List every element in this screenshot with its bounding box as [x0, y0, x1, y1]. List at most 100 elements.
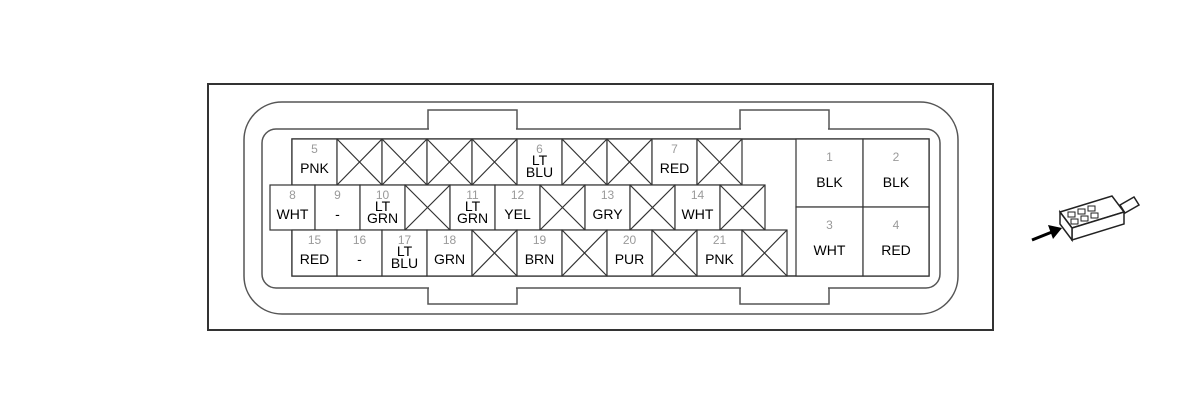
- blank-cavity-cross: [404, 184, 451, 231]
- wire-color-label: LT: [375, 198, 391, 214]
- pin-cell-box: [516, 229, 563, 277]
- pin-number: 8: [289, 188, 296, 202]
- pin-cell-box: [359, 184, 406, 231]
- blank-cavity-cross: [606, 138, 653, 186]
- wire-color-label: BLU: [526, 164, 553, 180]
- blank-cavity: [651, 229, 698, 277]
- pin-cell-box: [291, 138, 338, 186]
- tab-fill-tl: [429, 111, 516, 133]
- pin-number: 21: [713, 233, 727, 247]
- blank-cavity-cross: [561, 229, 608, 277]
- blank-cavity: [426, 138, 473, 186]
- wire-color-label: GRN: [457, 210, 488, 226]
- blank-cavity-cross: [696, 138, 743, 186]
- wire-color-label: LT: [397, 243, 413, 259]
- blank-cavity: [741, 229, 788, 277]
- pin-cell-9: 9-: [314, 184, 361, 231]
- wire-color-label: PNK: [300, 160, 329, 176]
- pin-number: 16: [353, 233, 367, 247]
- pin-number: 14: [691, 188, 705, 202]
- wire-color-label: PUR: [615, 251, 645, 267]
- wire-color-label: BLK: [883, 174, 910, 190]
- wire-color-label: RED: [300, 251, 330, 267]
- tab-fill-bl: [429, 283, 516, 303]
- pin-number: 13: [601, 188, 615, 202]
- pin-cell-box: [795, 138, 864, 208]
- pin-cell-box: [336, 229, 383, 277]
- blank-cavity-cross: [719, 184, 766, 231]
- pin-number: 5: [311, 142, 318, 156]
- wire-color-label: WHT: [277, 206, 309, 222]
- wire-color-label: RED: [660, 160, 690, 176]
- blank-cavity: [381, 138, 428, 186]
- view-direction-arrow-icon: [1031, 225, 1062, 242]
- tab-fill-tr: [741, 111, 828, 133]
- pin-number: 18: [443, 233, 457, 247]
- wire-color-label: GRY: [592, 206, 623, 222]
- blank-cavity: [629, 184, 676, 231]
- wire-color-label: -: [335, 206, 340, 222]
- wire-color-label: BLK: [816, 174, 843, 190]
- blank-cavity-cross: [471, 138, 518, 186]
- blank-cavity-cross: [381, 138, 428, 186]
- tab-fill-br: [741, 283, 828, 303]
- pin-number: 1: [826, 150, 833, 164]
- wire-color-label: GRN: [434, 251, 465, 267]
- pin-number: 20: [623, 233, 637, 247]
- wire-color-label: LT: [465, 198, 481, 214]
- blank-cavity-cross: [426, 138, 473, 186]
- pin-grid: 5PNK6LTBLU7RED8WHT9-10LTGRN11LTGRN12YEL1…: [269, 138, 930, 277]
- pin-cell-box: [651, 138, 698, 186]
- pin-number: 15: [308, 233, 322, 247]
- pin-cell-box: [494, 184, 541, 231]
- blank-cavity-cross: [561, 138, 608, 186]
- wire-color-label: RED: [881, 242, 911, 258]
- pin-cell-box: [269, 184, 316, 231]
- connector-view-icon: [1058, 195, 1141, 243]
- blank-cavity-cross: [629, 184, 676, 231]
- pin-cell-16: 16-: [336, 229, 383, 277]
- pin-number: 4: [893, 218, 900, 232]
- blank-cavity: [336, 138, 383, 186]
- pin-number: 19: [533, 233, 547, 247]
- blank-cavity: [719, 184, 766, 231]
- pin-number: 9: [334, 188, 341, 202]
- blank-cavity-cross: [539, 184, 586, 231]
- pin-number: 2: [893, 150, 900, 164]
- pin-number: 12: [511, 188, 525, 202]
- blank-cavity-cross: [651, 229, 698, 277]
- blank-cavity: [471, 229, 518, 277]
- pin-cell-box: [449, 184, 496, 231]
- blank-cavity: [606, 138, 653, 186]
- blank-cavity: [539, 184, 586, 231]
- pin-cell-box: [606, 229, 653, 277]
- pin-cell-box: [696, 229, 743, 277]
- wire-color-label: WHT: [682, 206, 714, 222]
- pin-number: 6: [536, 142, 543, 156]
- pin-number: 17: [398, 233, 412, 247]
- wire-color-label: BLU: [391, 255, 418, 271]
- pin-number: 10: [376, 188, 390, 202]
- pin-cell-box: [291, 229, 338, 277]
- blank-cavity: [561, 229, 608, 277]
- wire-color-label: LT: [532, 152, 548, 168]
- wire-color-label: WHT: [814, 242, 846, 258]
- connector-outer-shell: [243, 101, 959, 315]
- pin-number: 11: [466, 188, 479, 202]
- pin-number: 7: [671, 142, 678, 156]
